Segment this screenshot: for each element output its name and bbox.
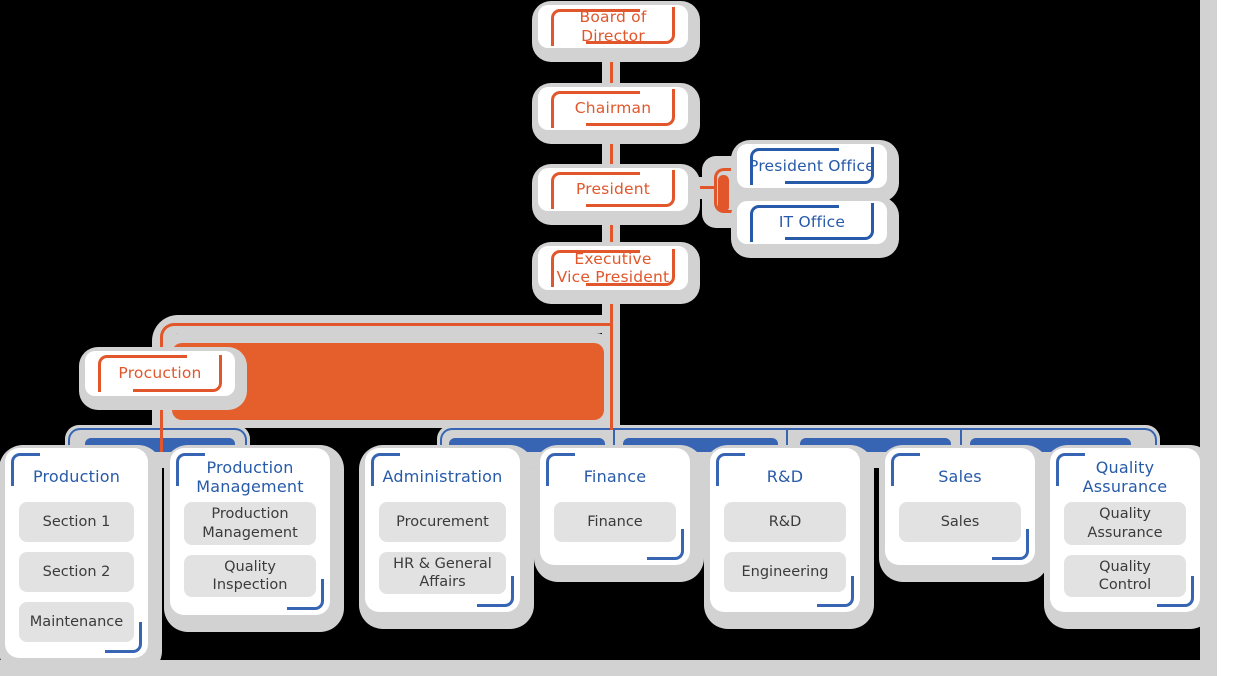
department-title: Production Management bbox=[196, 458, 304, 497]
department-band-left-outline bbox=[68, 428, 247, 462]
sub-item: Quality Assurance bbox=[1064, 502, 1186, 545]
corner-bracket-bottom-right bbox=[1157, 576, 1194, 607]
sub-item: Quality Control bbox=[1064, 554, 1186, 597]
node-procuction: Procuction bbox=[85, 351, 235, 396]
corner-bracket-bottom-right bbox=[647, 529, 684, 560]
corner-bracket-top-left bbox=[551, 250, 640, 287]
node-label: IT Office bbox=[778, 213, 846, 232]
president-office-connector-line bbox=[688, 186, 716, 189]
sub-item: HR & General Affairs bbox=[379, 552, 506, 595]
department-card-finance: Finance Finance bbox=[540, 448, 690, 565]
corner-bracket-bottom-right bbox=[785, 147, 874, 184]
corner-bracket-top-left bbox=[11, 453, 40, 486]
sub-item: Procurement bbox=[379, 502, 506, 542]
sub-item: Section 2 bbox=[19, 552, 134, 592]
department-card-administration: Administration Procurement HR & General … bbox=[365, 448, 520, 612]
department-title: Administration bbox=[382, 467, 503, 487]
department-card-quality-assurance: Quality Assurance Quality Assurance Qual… bbox=[1050, 448, 1200, 612]
corner-bracket-top-left bbox=[1056, 453, 1085, 486]
highlight-rectangle bbox=[172, 343, 604, 420]
corner-bracket-top-left bbox=[750, 205, 839, 242]
sub-item: Section 1 bbox=[19, 502, 134, 542]
band-divider bbox=[960, 428, 962, 464]
node-label: President bbox=[575, 180, 651, 199]
corner-bracket-top-left bbox=[98, 355, 187, 392]
corner-bracket-bottom-right bbox=[477, 576, 514, 607]
sub-item: Quality Inspection bbox=[184, 554, 316, 597]
corner-bracket-bottom-right bbox=[586, 7, 675, 44]
department-title: R&D bbox=[766, 467, 804, 487]
department-title: Production bbox=[32, 467, 121, 487]
sub-item: Maintenance bbox=[19, 602, 134, 642]
corner-bracket-top-left bbox=[551, 9, 640, 46]
node-board-of-director: Board of Director bbox=[538, 5, 688, 48]
department-title: Quality Assurance bbox=[1082, 458, 1168, 497]
corner-bracket-top-left bbox=[750, 148, 839, 185]
node-label: Chairman bbox=[574, 99, 652, 118]
trunk-connector-line bbox=[610, 26, 613, 430]
sub-item: Engineering bbox=[724, 552, 846, 592]
corner-bracket-top-left bbox=[716, 453, 745, 486]
department-card-rnd: R&D R&D Engineering bbox=[710, 448, 860, 612]
department-card-production-management: Production Management Production Managem… bbox=[170, 448, 330, 615]
department-title: Sales bbox=[938, 467, 982, 487]
corner-bracket-bottom-right bbox=[586, 249, 675, 286]
corner-bracket-bottom-right bbox=[586, 170, 675, 207]
corner-bracket-top-left bbox=[176, 453, 205, 486]
corner-bracket-bottom-right bbox=[133, 355, 222, 392]
corner-bracket-bottom-right bbox=[817, 576, 854, 607]
corner-bracket-top-left bbox=[546, 453, 575, 486]
node-label: Procuction bbox=[118, 364, 202, 383]
corner-bracket-top-left bbox=[371, 453, 400, 486]
sub-item: Production Management bbox=[184, 502, 316, 545]
corner-bracket-bottom-right bbox=[785, 203, 874, 240]
corner-bracket-bottom-right bbox=[992, 529, 1029, 560]
band-divider bbox=[613, 428, 615, 464]
vertical-scrollbar[interactable] bbox=[1200, 0, 1217, 676]
sub-item: R&D bbox=[724, 502, 846, 542]
horizontal-scrollbar[interactable] bbox=[0, 660, 1217, 676]
corner-bracket-top-left bbox=[551, 91, 640, 128]
corner-bracket-bottom-right bbox=[105, 622, 142, 653]
president-office-connector-bar bbox=[718, 175, 729, 212]
node-chairman: Chairman bbox=[538, 87, 688, 130]
corner-bracket-top-left bbox=[551, 172, 640, 209]
node-president-office: President Office bbox=[737, 144, 887, 188]
department-card-production: Production Section 1 Section 2 Maintenan… bbox=[5, 448, 148, 658]
corner-bracket-bottom-right bbox=[287, 579, 324, 610]
department-band-right-outline bbox=[440, 428, 1157, 462]
node-president: President bbox=[538, 168, 688, 211]
node-executive-vice-president: Executive Vice President bbox=[538, 246, 688, 290]
department-card-sales: Sales Sales bbox=[885, 448, 1035, 565]
band-divider bbox=[786, 428, 788, 464]
corner-bracket-top-left bbox=[891, 453, 920, 486]
department-title: Finance bbox=[583, 467, 647, 487]
node-it-office: IT Office bbox=[737, 201, 887, 244]
corner-bracket-bottom-right bbox=[586, 89, 675, 126]
node-label: President Office bbox=[749, 156, 875, 175]
right-page-margin bbox=[1217, 0, 1245, 676]
